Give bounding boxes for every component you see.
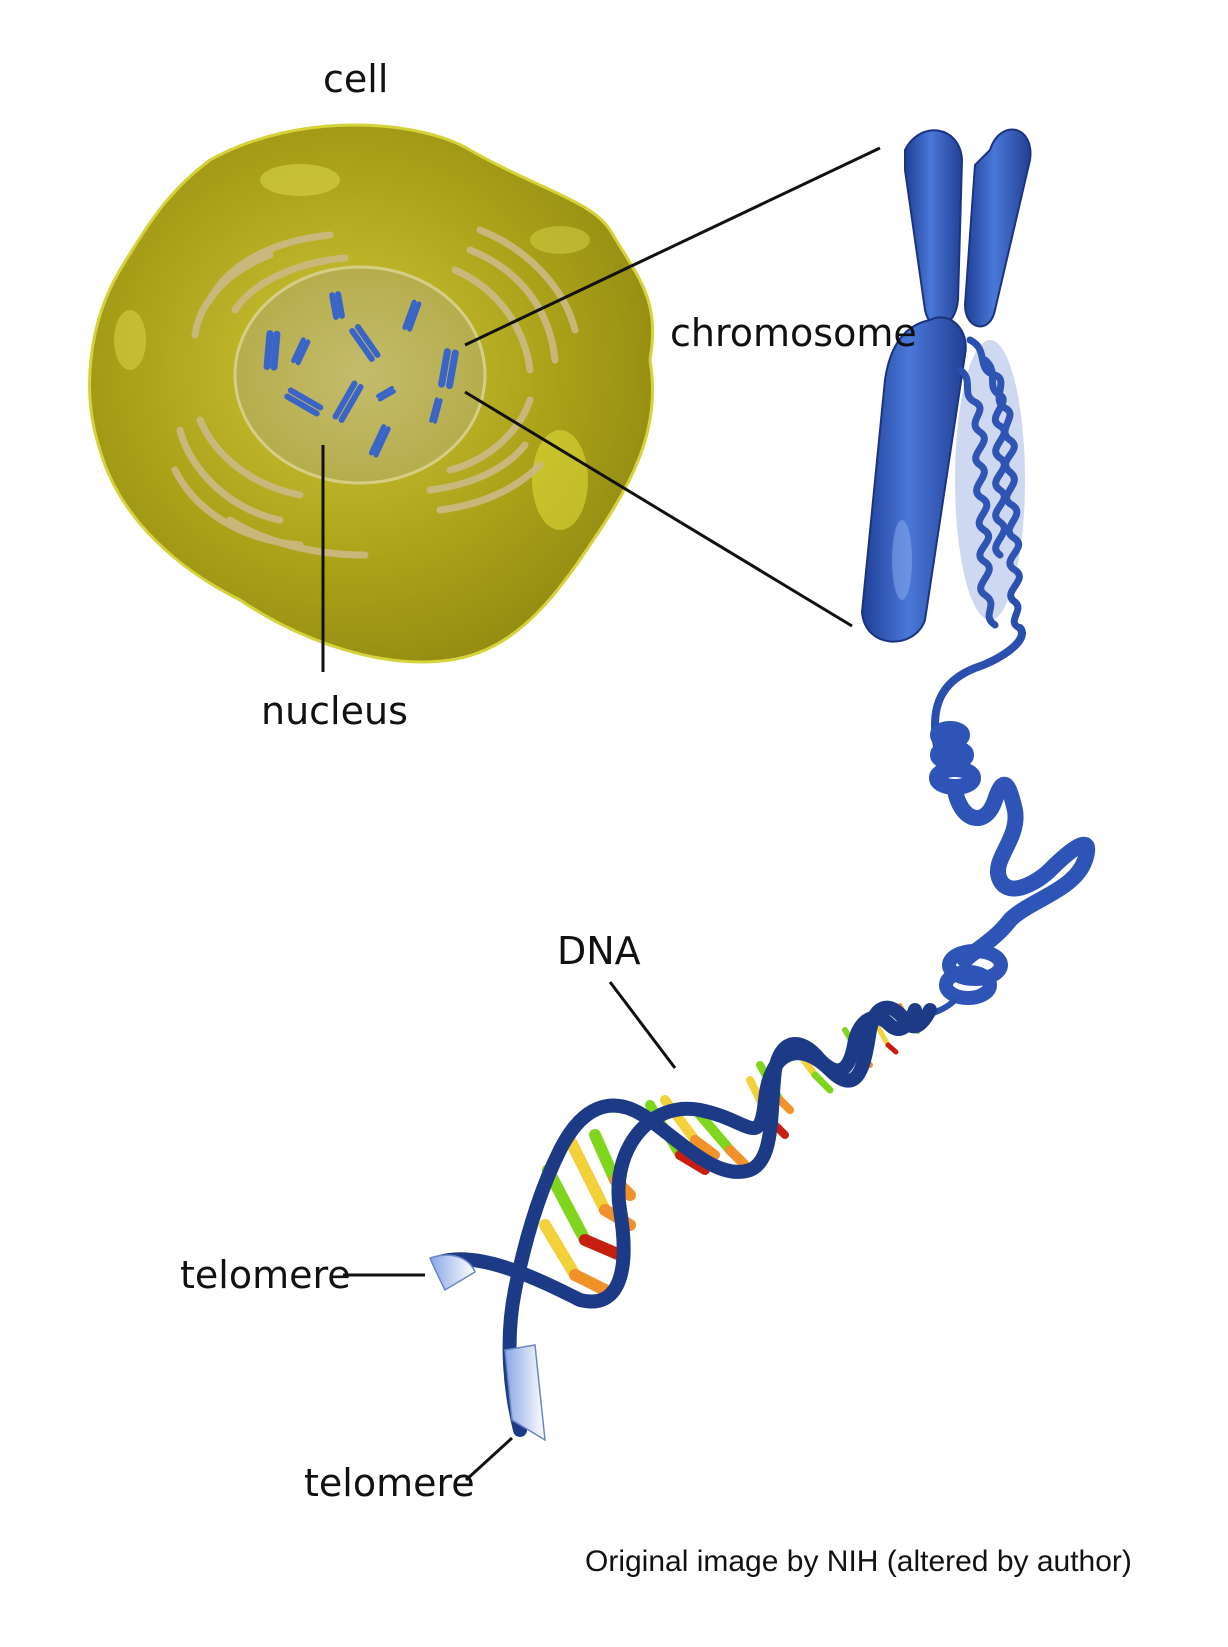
chromatin-strand [912,624,1096,1021]
telomere-end-top [428,1254,476,1292]
nucleus-label: nucleus [261,689,408,733]
chromosome-coiled-arm [956,336,1024,632]
image-credit: Original image by NIH (altered by author… [585,1545,1132,1578]
telomere-end-bottom [504,1344,546,1442]
dna-label: DNA [557,929,641,973]
dna-helix [428,1000,937,1442]
nucleus-chromosomes [263,291,459,458]
chromatin-coils [929,721,981,795]
chromosome-large [860,128,1032,643]
dna-backbone [433,1000,937,1437]
cell-label: cell [323,57,389,101]
callout-lines [321,146,881,1482]
chromosome-arm-upper-right [963,128,1032,328]
telomere-label-top: telomere [180,1253,351,1297]
nucleus [233,265,487,485]
chromosome-zoom-line-bottom [464,390,853,628]
cell [88,123,655,664]
chromatin-coils-lower [939,944,1008,1005]
chromosome-label: chromosome [670,311,917,355]
telomere-label-bottom: telomere [304,1461,475,1505]
chromosome-arm-lower-left [860,316,967,643]
dna-leader-line [608,981,677,1069]
chromosome-zoom-line-top [464,146,881,347]
chromosome-arm-upper-left [904,129,964,327]
organelles [171,226,579,559]
telomere-bottom-leader-line [464,1436,514,1482]
